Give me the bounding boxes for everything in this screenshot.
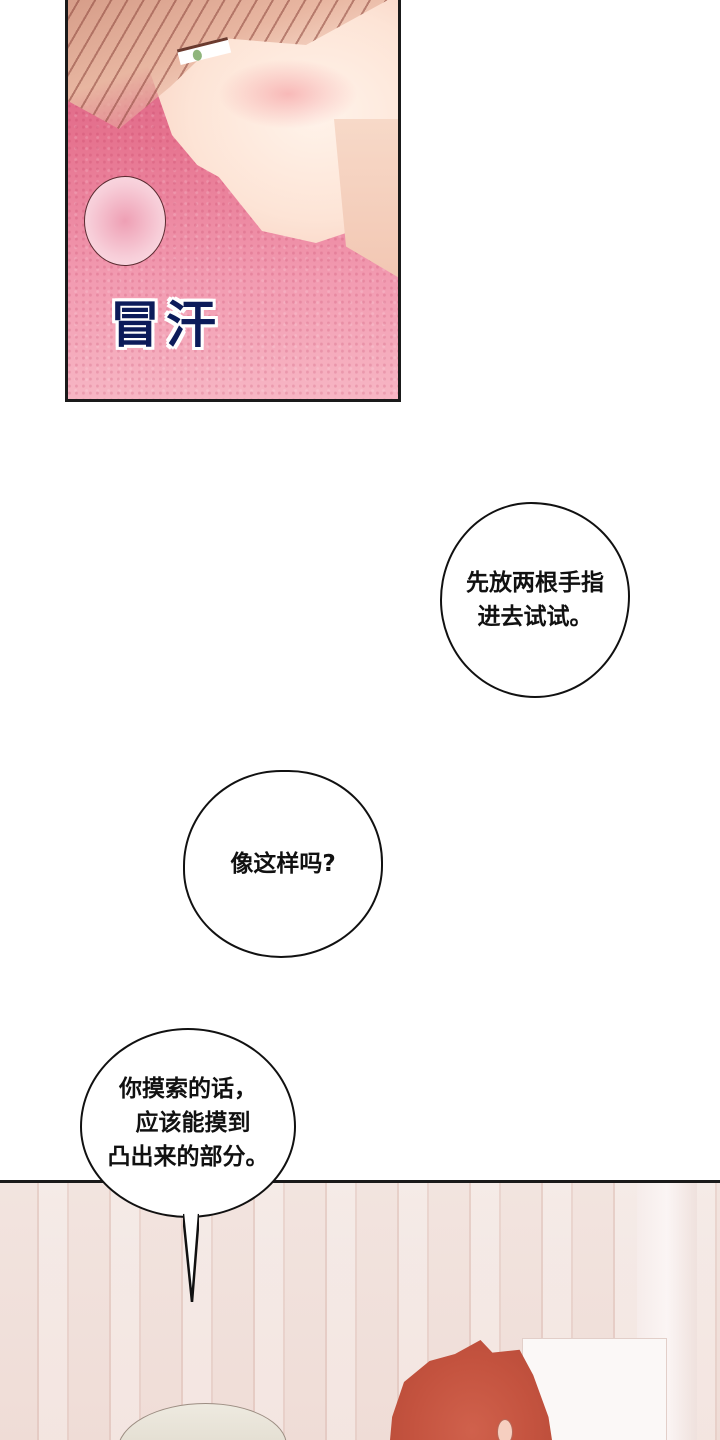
speech-bubble-1: 先放两根手指 进去试试。 (440, 502, 630, 698)
blush-shading (218, 59, 358, 129)
bubble-3-line-3: 凸出来的部分。 (107, 1144, 269, 1170)
bubble-1-line-1: 先放两根手指 (466, 570, 604, 596)
red-haired-character-ear (497, 1419, 513, 1440)
speech-bubble-3: 你摸索的话， 应该能摸到 凸出来的部分。 (80, 1028, 296, 1218)
speech-bubble-2: 像这样吗? (183, 770, 383, 958)
bubble-3-line-2: 应该能摸到 (135, 1110, 251, 1136)
speech-bubble-3-tail (183, 1212, 199, 1302)
comic-panel-closeup: 冒汗 (65, 0, 401, 402)
bubble-2-line-1: 像这样吗? (230, 851, 336, 877)
sfx-sweating-text: 冒汗 (110, 296, 222, 354)
bubble-1-line-2: 进去试试。 (477, 604, 593, 630)
bubble-3-line-1: 你摸索的话， (119, 1076, 257, 1102)
pink-thought-circle (84, 176, 166, 266)
comic-panel-room (0, 1180, 720, 1440)
